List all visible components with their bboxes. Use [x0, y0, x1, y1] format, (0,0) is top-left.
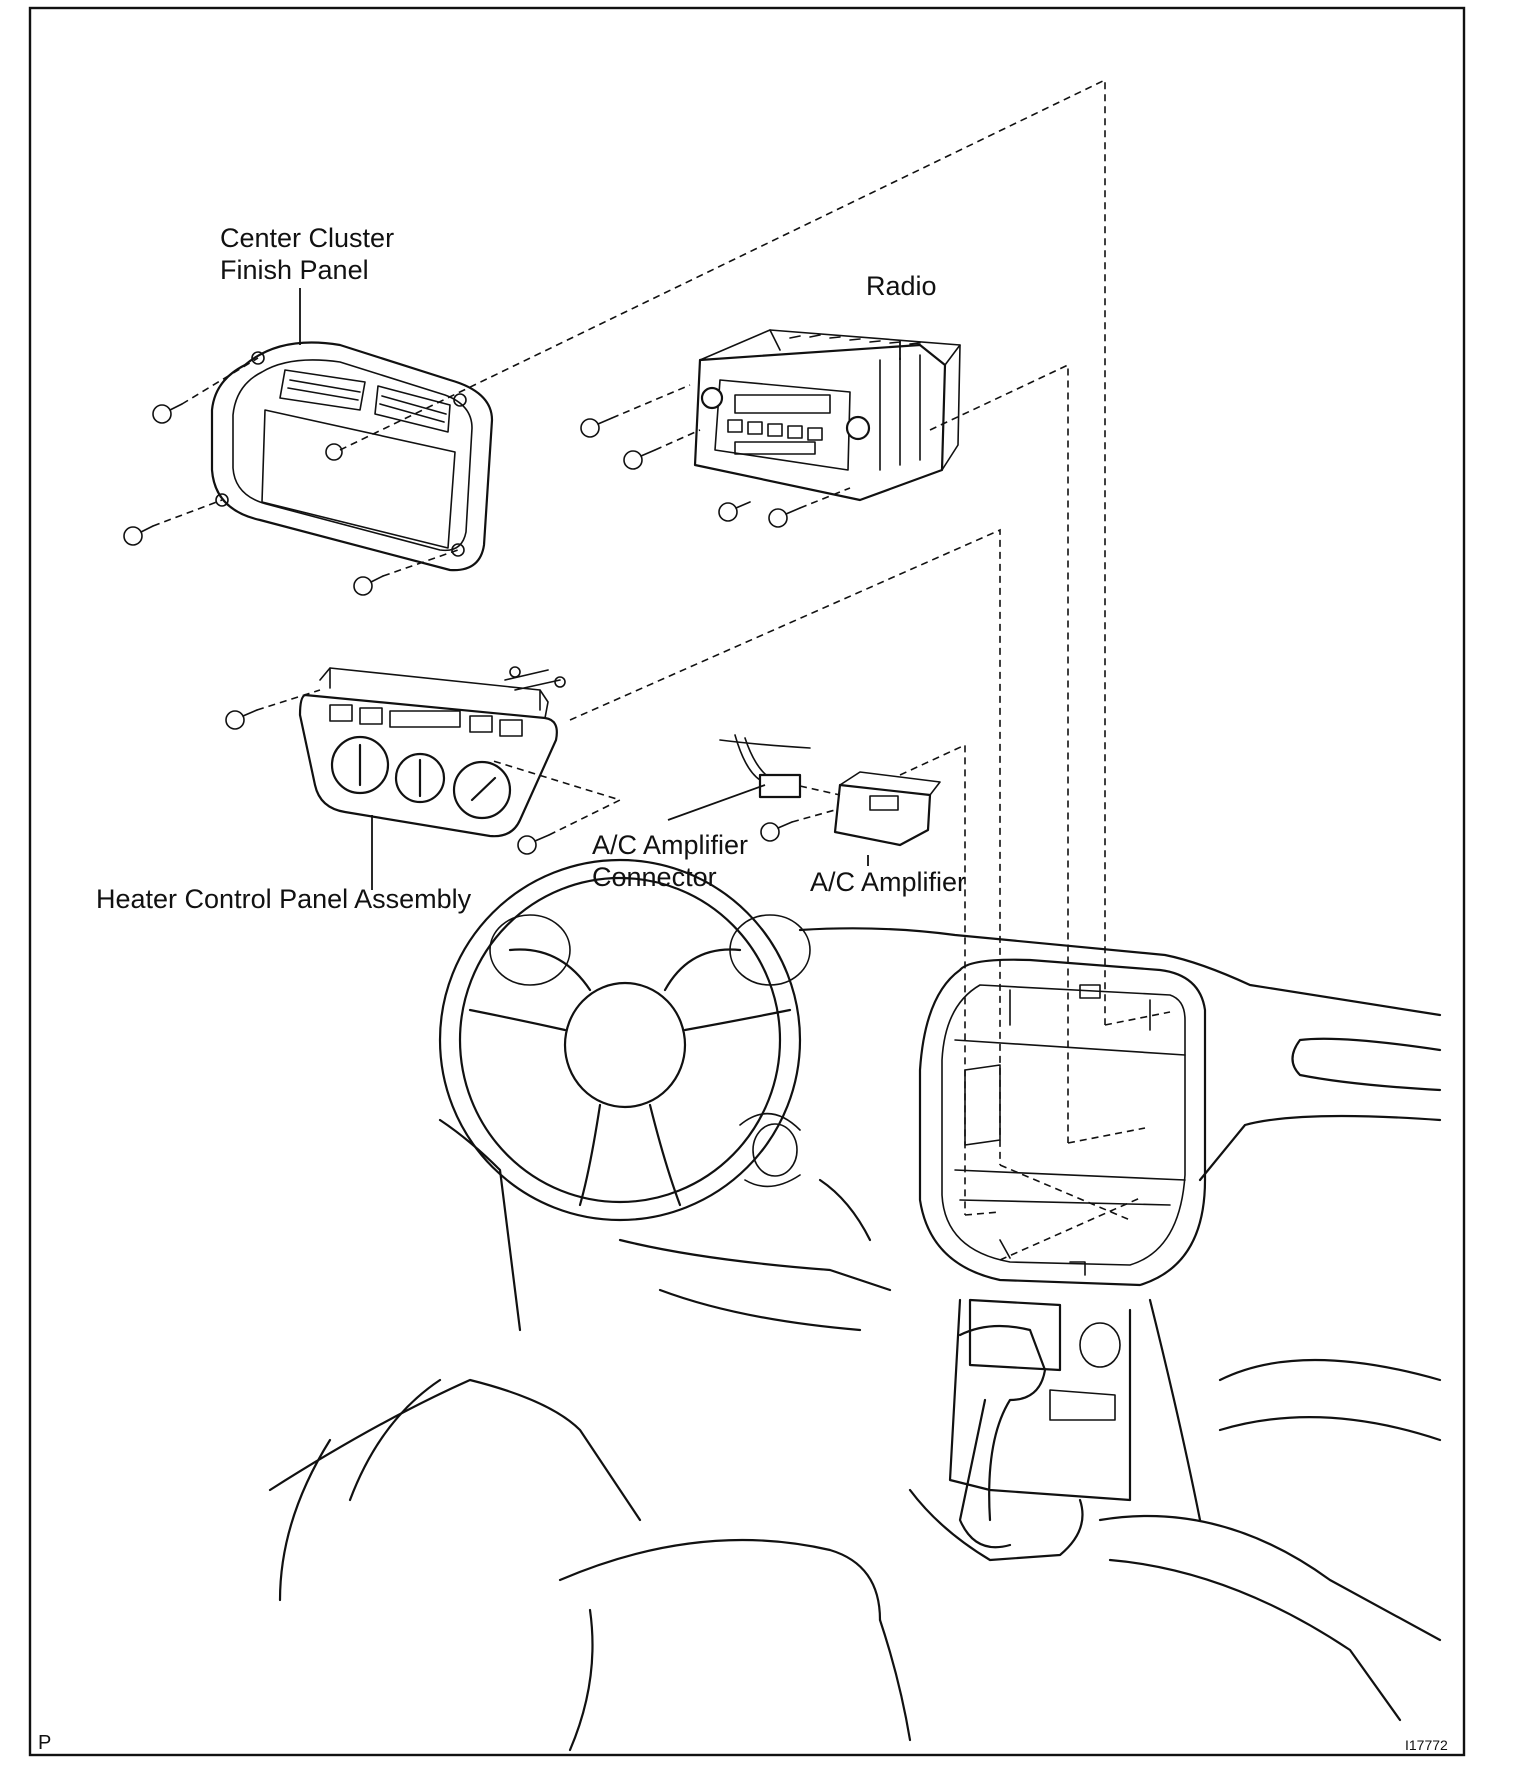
radio-label: Radio	[866, 271, 937, 301]
radio-drawing	[580, 329, 1069, 1143]
ac-amplifier-drawing	[719, 734, 966, 1215]
ac-amplifier-connector-label-line1: A/C Amplifier	[592, 830, 749, 860]
heater-control-panel-drawing	[225, 528, 1001, 1165]
center-cluster-finish-panel-label-line2: Finish Panel	[220, 255, 369, 285]
leader-ac-connector	[667, 784, 766, 821]
figure-id: I17772	[1405, 1737, 1448, 1753]
center-cluster-finish-panel-label-line1: Center Cluster	[220, 223, 395, 253]
center-cluster-finish-panel-drawing	[123, 341, 494, 596]
figure-frame	[28, 6, 1466, 1757]
dashboard-interior-drawing	[268, 858, 1442, 1752]
page-marker: P	[38, 1732, 52, 1754]
heater-control-panel-label: Heater Control Panel Assembly	[96, 884, 472, 914]
ac-amplifier-label: A/C Amplifier	[810, 867, 967, 897]
ac-amplifier-connector-label-line2: Connector	[592, 862, 717, 892]
